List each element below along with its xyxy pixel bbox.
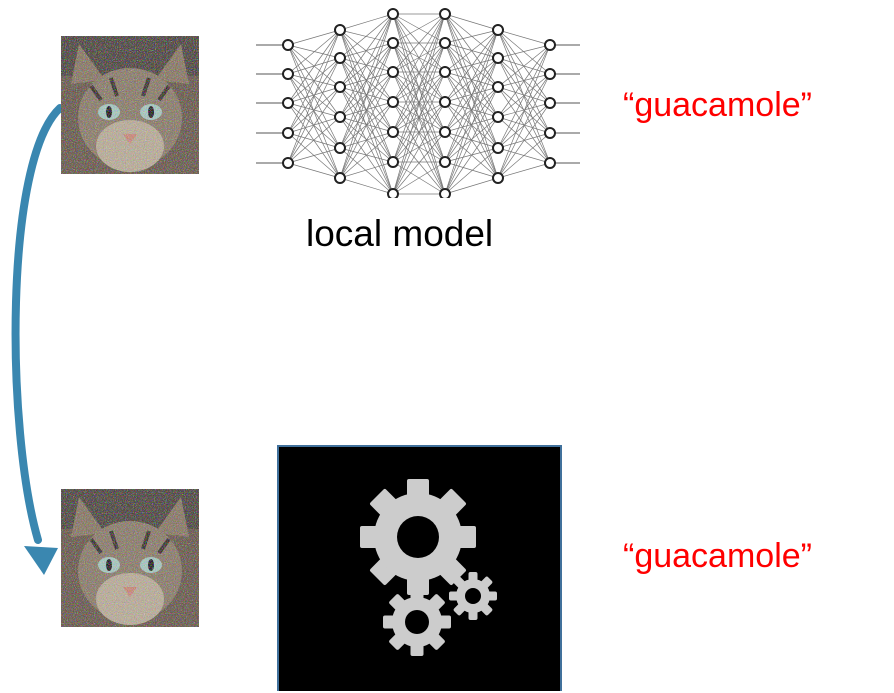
- nn-node: [544, 127, 556, 139]
- nn-node: [387, 66, 399, 78]
- nn-node: [387, 156, 399, 168]
- nn-node: [387, 96, 399, 108]
- cat-image-top: [61, 36, 199, 174]
- nn-node: [544, 157, 556, 169]
- nn-node: [492, 52, 504, 64]
- nn-node: [439, 37, 451, 49]
- nn-node: [334, 81, 346, 93]
- nn-node: [282, 97, 294, 109]
- nn-node: [439, 8, 451, 20]
- nn-node: [439, 156, 451, 168]
- nn-node: [387, 8, 399, 20]
- nn-node: [282, 157, 294, 169]
- nn-node: [439, 188, 451, 198]
- nn-node: [439, 96, 451, 108]
- nn-node: [492, 24, 504, 36]
- cat-image-icon: [61, 36, 199, 174]
- prediction-bottom: “guacamole”: [623, 537, 812, 575]
- cat-image-icon: [61, 489, 199, 627]
- nn-node: [492, 81, 504, 93]
- cat-image-bottom: [61, 489, 199, 627]
- nn-node: [282, 39, 294, 51]
- nn-node: [439, 66, 451, 78]
- gear-medium: [383, 588, 451, 656]
- gears-icon: [360, 479, 497, 656]
- gear-small: [449, 572, 497, 620]
- nn-node: [544, 68, 556, 80]
- nn-node: [492, 172, 504, 184]
- nn-node: [544, 39, 556, 51]
- nn-node: [334, 172, 346, 184]
- nn-node: [282, 127, 294, 139]
- nn-node: [439, 126, 451, 138]
- nn-node: [544, 97, 556, 109]
- nn-node: [387, 188, 399, 198]
- nn-node: [492, 111, 504, 123]
- nn-node: [492, 142, 504, 154]
- prediction-top: “guacamole”: [623, 86, 812, 124]
- nn-node: [334, 52, 346, 64]
- local-model-caption: local model: [306, 213, 494, 254]
- nn-node: [334, 142, 346, 154]
- nn-node: [282, 68, 294, 80]
- neural-network-icon: [256, 8, 580, 198]
- nn-node: [334, 111, 346, 123]
- nn-node: [387, 37, 399, 49]
- nn-node: [387, 126, 399, 138]
- nn-node: [334, 24, 346, 36]
- blackbox-model: [277, 445, 562, 691]
